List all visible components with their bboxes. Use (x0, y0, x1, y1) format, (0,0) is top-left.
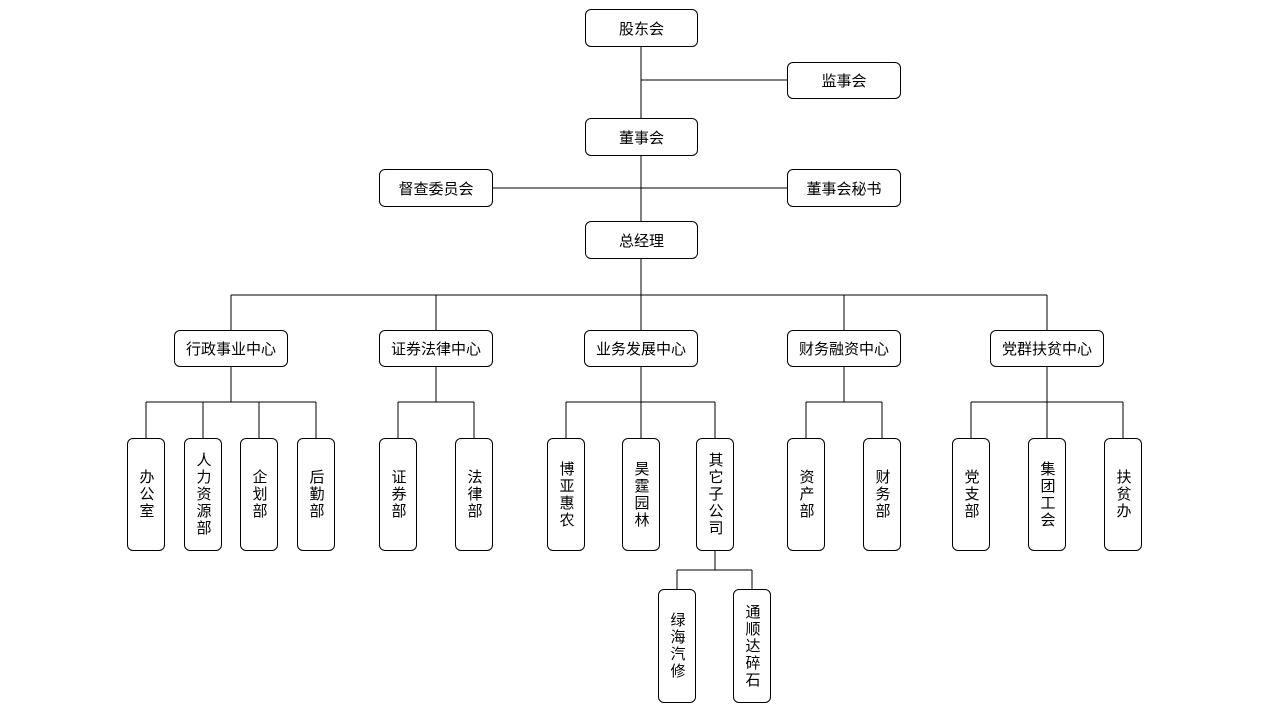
node-label: 法律部 (465, 469, 484, 520)
node-supervisory-board: 监事会 (787, 62, 901, 99)
node-tongshunda-gravel: 通顺达碎石 (733, 589, 771, 703)
node-logistics-department: 后勤部 (297, 438, 335, 551)
node-group-union: 集团工会 (1028, 438, 1066, 551)
node-label: 人力资源部 (194, 452, 213, 537)
node-label: 证券部 (389, 469, 408, 520)
node-board-secretary: 董事会秘书 (787, 169, 901, 207)
node-admin-center: 行政事业中心 (174, 330, 288, 367)
node-label: 监事会 (821, 72, 867, 90)
node-boya-huinong: 博亚惠农 (547, 438, 585, 551)
node-party-poverty-center: 党群扶贫中心 (990, 330, 1104, 367)
node-general-manager: 总经理 (585, 221, 698, 259)
node-label: 董事会秘书 (806, 179, 882, 198)
node-planning-department: 企划部 (240, 438, 278, 551)
node-label: 董事会 (618, 128, 664, 147)
node-finance-department: 财务部 (863, 438, 901, 551)
node-hr-department: 人力资源部 (184, 438, 222, 551)
node-finance-center: 财务融资中心 (787, 330, 901, 367)
node-label: 党支部 (962, 469, 981, 520)
node-label: 博亚惠农 (557, 460, 576, 529)
node-label: 通顺达碎石 (743, 603, 762, 689)
node-label: 党群扶贫中心 (1001, 340, 1092, 358)
node-label: 其它子公司 (706, 452, 725, 537)
node-audit-committee: 督查委员会 (379, 169, 493, 207)
node-haoting-garden: 昊霆园林 (622, 438, 660, 551)
node-label: 总经理 (618, 231, 664, 250)
node-label: 集团工会 (1038, 460, 1057, 529)
node-label: 资产部 (797, 469, 816, 520)
node-label: 财务部 (873, 469, 892, 520)
node-label: 证券法律中心 (390, 340, 481, 358)
node-assets-department: 资产部 (787, 438, 825, 551)
node-poverty-office: 扶贫办 (1104, 438, 1142, 551)
node-other-subsidiaries: 其它子公司 (696, 438, 734, 551)
node-label: 财务融资中心 (798, 340, 889, 358)
node-label: 绿海汽修 (668, 612, 687, 680)
node-securities-legal-center: 证券法律中心 (379, 330, 493, 367)
node-label: 昊霆园林 (632, 460, 651, 529)
node-lvhai-auto-repair: 绿海汽修 (658, 589, 696, 703)
node-label: 业务发展中心 (595, 340, 686, 358)
node-legal-department: 法律部 (455, 438, 493, 551)
node-business-development-center: 业务发展中心 (584, 330, 698, 367)
node-label: 企划部 (250, 469, 269, 520)
node-securities-department: 证券部 (379, 438, 417, 551)
node-label: 后勤部 (307, 469, 326, 520)
node-board-of-directors: 董事会 (585, 118, 698, 156)
node-office: 办公室 (127, 438, 165, 551)
node-label: 扶贫办 (1114, 469, 1133, 520)
node-label: 督查委员会 (398, 179, 474, 198)
node-label: 股东会 (618, 19, 664, 38)
node-label: 办公室 (137, 469, 156, 520)
node-shareholders: 股东会 (585, 9, 698, 47)
node-label: 行政事业中心 (185, 340, 276, 358)
node-party-branch: 党支部 (952, 438, 990, 551)
